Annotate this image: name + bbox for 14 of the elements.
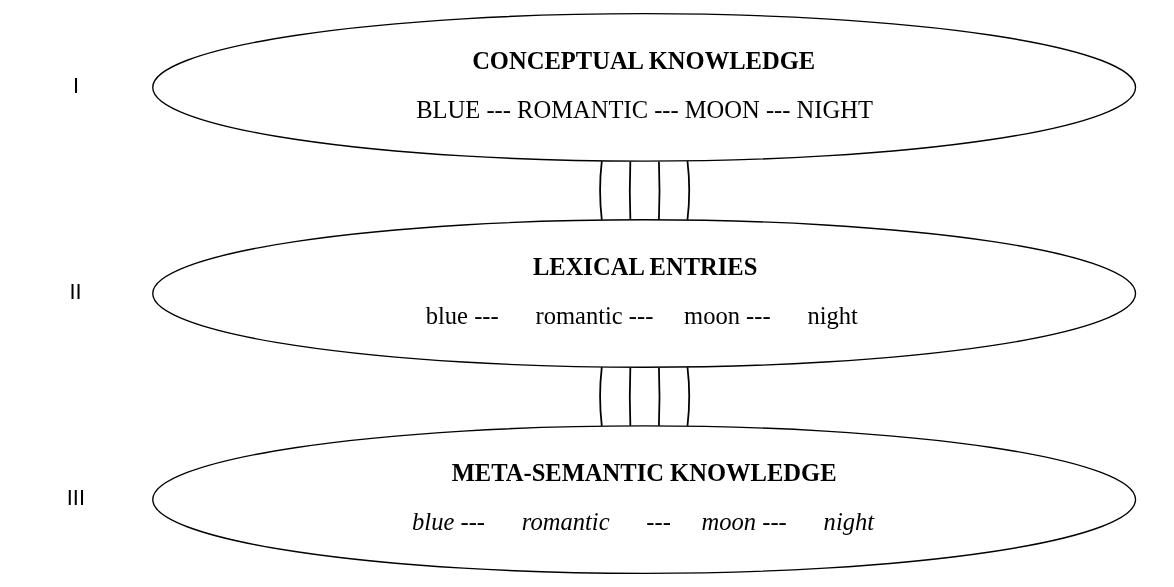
connector <box>598 366 603 427</box>
label: II <box>68 278 82 304</box>
connector <box>657 160 660 221</box>
connector <box>628 366 631 427</box>
node-ellipse: LEXICAL ENTRIES blue --- romantic --- moon --- night <box>151 219 1136 368</box>
node-ellipse: CONCEPTUAL KNOWLEDGE BLUE --- ROMANTIC --- MOON --- NIGHT <box>151 13 1136 162</box>
connector <box>598 160 603 221</box>
connector <box>657 366 660 427</box>
node-ellipse: META-SEMANTIC KNOWLEDGE blue --- romantic --- moon --- night <box>151 425 1136 574</box>
label: III <box>66 484 85 510</box>
connector <box>686 160 690 221</box>
connector <box>686 366 690 427</box>
label: I <box>72 72 79 98</box>
connector <box>628 160 631 221</box>
